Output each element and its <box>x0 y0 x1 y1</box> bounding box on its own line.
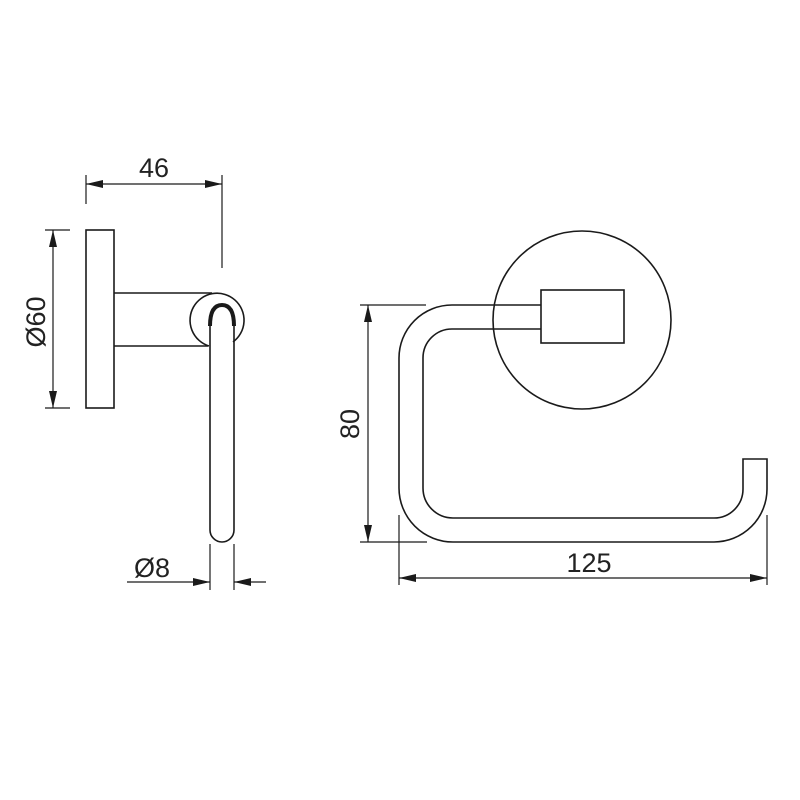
side-rod <box>209 320 235 543</box>
side-base-plate <box>85 229 115 409</box>
dim-base-diameter: Ø60 <box>21 229 70 409</box>
dim-rod-diameter-label: Ø8 <box>134 553 170 583</box>
front-mount-block <box>540 289 625 344</box>
dim-width-label: 125 <box>566 548 611 578</box>
side-elbow-inner <box>208 302 236 327</box>
dim-base-diameter-label: Ø60 <box>21 296 51 347</box>
dim-height: 80 <box>335 304 427 543</box>
dim-height-label: 80 <box>335 409 365 439</box>
side-view: 46 Ø60 Ø8 <box>21 153 266 590</box>
dim-depth-label: 46 <box>139 153 169 183</box>
front-bar-outer <box>398 304 768 543</box>
dim-rod-diameter: Ø8 <box>127 544 266 590</box>
front-view: 80 125 <box>335 230 768 585</box>
dim-width: 125 <box>398 515 768 585</box>
front-rosette <box>492 230 672 410</box>
side-elbow-circle <box>189 292 245 347</box>
dim-depth: 46 <box>85 153 223 268</box>
